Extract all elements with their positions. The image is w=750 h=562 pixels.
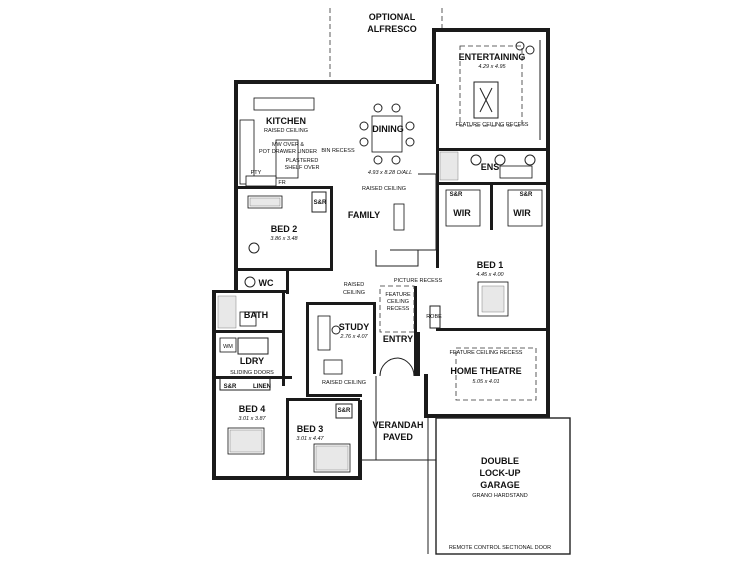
label-paved: PAVED xyxy=(383,432,413,442)
label-bath: BATH xyxy=(244,310,268,320)
label-entertaining-dim: 4.29 x 4.95 xyxy=(478,64,506,70)
ensuite-details xyxy=(439,151,536,181)
label-ldry: LDRY xyxy=(240,356,264,366)
label-raised-2: CEILING xyxy=(343,290,365,296)
dining-table xyxy=(359,103,415,165)
label-optional-2: ALFRESCO xyxy=(367,24,417,34)
label-kitchen: KITCHEN xyxy=(266,116,306,126)
label-snr-ldry: S&R xyxy=(224,384,237,390)
laundry-details xyxy=(219,337,271,391)
label-verandah: VERANDAH xyxy=(372,420,423,430)
label-snr-bed2: S&R xyxy=(314,200,327,206)
label-dining: DINING xyxy=(372,124,404,134)
label-mw-over-2: POT DRAWER UNDER xyxy=(259,149,317,155)
label-sliding-doors: SLIDING DOORS xyxy=(230,370,274,376)
label-family-dim: 4.93 x 8.28 O/ALL xyxy=(368,170,412,176)
bed2-details xyxy=(247,191,327,254)
label-raised-ceiling-family: RAISED CEILING xyxy=(362,186,406,192)
verandah-outline xyxy=(360,376,436,461)
label-snr-bed1-left: S&R xyxy=(450,192,463,198)
wir-details xyxy=(445,189,543,227)
label-garage-1: DOUBLE xyxy=(481,456,519,466)
bed1-details xyxy=(429,281,509,329)
label-bed2: BED 2 xyxy=(271,224,298,234)
label-study: STUDY xyxy=(339,322,370,332)
label-bed1-dim: 4.45 x 4.00 xyxy=(476,272,504,278)
label-home-theatre-dim: 5.05 x 4.01 xyxy=(472,379,499,385)
label-bed4-dim: 3.01 x 3.87 xyxy=(238,416,266,422)
label-family: FAMILY xyxy=(348,210,380,220)
label-garage-3: GARAGE xyxy=(480,480,520,490)
garage-outline xyxy=(427,417,571,555)
label-feature-ceiling-3: RECESS xyxy=(387,306,410,312)
label-raised-ceiling-kitchen: RAISED CEILING xyxy=(264,128,308,134)
entry-details xyxy=(379,285,415,377)
family-details xyxy=(375,173,437,267)
label-wc: WC xyxy=(259,278,274,288)
label-bin-recess: BIN RECESS xyxy=(321,148,355,154)
label-feature-recess-1: FEATURE CEILING RECESS xyxy=(456,122,529,128)
label-robe: ROBE xyxy=(426,314,442,320)
labels: OPTIONAL ALFRESCO ENTERTAINING 4.29 x 4.… xyxy=(223,12,551,551)
label-picture-recess: PICTURE RECESS xyxy=(394,278,443,284)
label-linen: LINEN xyxy=(253,384,271,390)
label-entry: ENTRY xyxy=(383,334,413,344)
label-home-theatre: HOME THEATRE xyxy=(450,366,521,376)
label-bed4: BED 4 xyxy=(239,404,266,414)
label-feature-ceiling-1: FEATURE xyxy=(385,292,411,298)
label-wir-right: WIR xyxy=(513,208,531,218)
label-snr-bed3: S&R xyxy=(338,408,351,414)
bed3-details xyxy=(313,403,353,473)
label-feature-ceiling-2: CEILING xyxy=(387,299,409,305)
label-garage-4: GRANO HARDSTAND xyxy=(472,493,528,499)
label-raised-1: RAISED xyxy=(344,282,365,288)
label-garage-2: LOCK-UP xyxy=(480,468,521,478)
label-snr-bed1-right: S&R xyxy=(520,192,533,198)
label-entertaining: ENTERTAINING xyxy=(459,52,526,62)
label-mw-over-1: MW OVER & xyxy=(272,142,304,148)
study-details xyxy=(317,315,343,375)
alfresco-outline xyxy=(329,8,443,80)
label-bed1: BED 1 xyxy=(477,260,504,270)
bed4-details xyxy=(227,427,265,455)
label-bed2-dim: 3.86 x 3.48 xyxy=(270,236,298,242)
label-bed3-dim: 3.01 x 4.47 xyxy=(296,436,324,442)
label-bed3: BED 3 xyxy=(297,424,324,434)
label-feature-recess-2: FEATURE CEILING RECESS xyxy=(450,350,523,356)
label-ens: ENS xyxy=(481,162,500,172)
label-plastered-2: SHELF OVER xyxy=(285,165,320,171)
entertaining-details xyxy=(459,40,541,140)
label-pty: PTY xyxy=(251,170,262,176)
label-wir-left: WIR xyxy=(453,208,471,218)
kitchen-details xyxy=(239,97,315,187)
label-fr: FR xyxy=(278,180,285,186)
label-study-dim: 2.76 x 4.07 xyxy=(339,334,368,340)
label-wm: WM xyxy=(223,344,233,350)
label-remote-door: REMOTE CONTROL SECTIONAL DOOR xyxy=(449,545,551,551)
label-plastered-1: PLASTERED xyxy=(286,158,319,164)
home-theatre-details xyxy=(455,347,537,401)
label-raised-ceiling-study: RAISED CEILING xyxy=(322,380,366,386)
label-optional-1: OPTIONAL xyxy=(369,12,416,22)
wet-area-details xyxy=(217,276,257,329)
